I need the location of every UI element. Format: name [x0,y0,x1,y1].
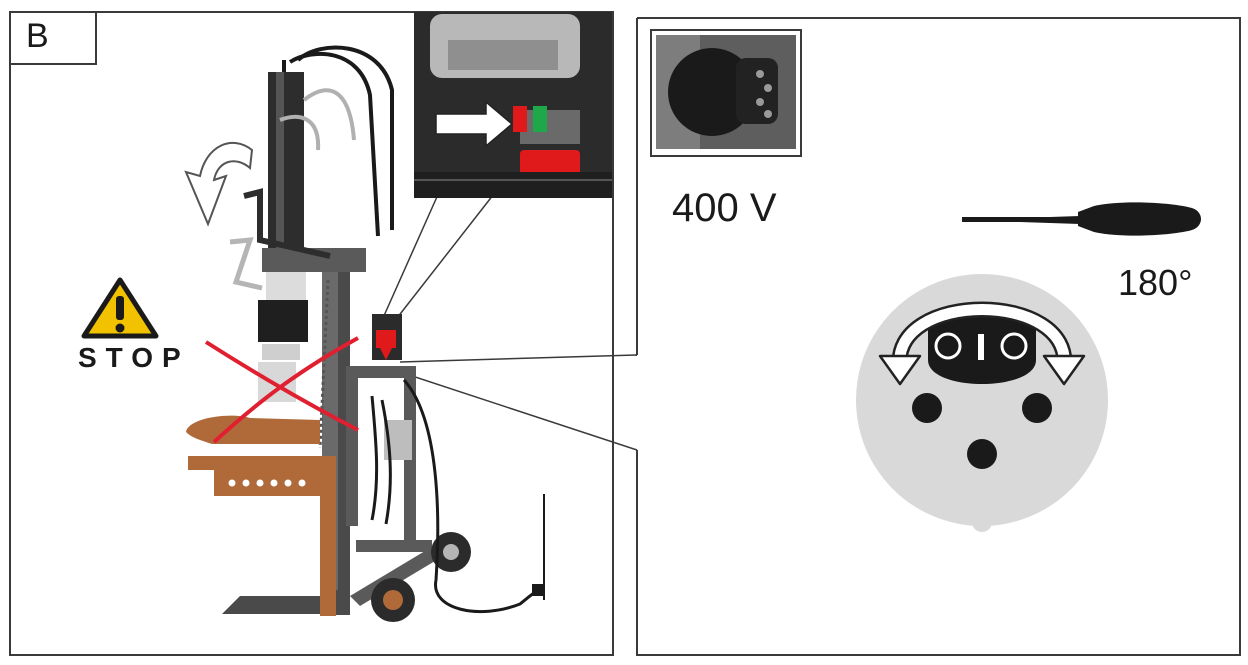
rotation-180-arrow [878,301,1086,386]
warning-triangle-icon [81,277,159,339]
rotation-angle-label: 180° [1118,262,1193,303]
plug-inset-photo [650,29,802,157]
log-table [186,415,336,616]
plug-socket-diagram [856,274,1108,532]
panel-label: B [26,17,49,55]
left-panel-frame [9,11,614,656]
stop-warning-text: STOP [78,342,190,373]
lever-rotation-arrow [184,141,254,227]
screwdriver-icon [962,202,1201,236]
voltage-label: 400 V [672,186,777,230]
prohibited-cross [204,336,359,444]
right-panel-frame [636,17,1241,656]
switch-inset-photo [414,12,612,198]
log-splitter-machine [222,45,545,622]
zoom-lines [382,189,638,451]
panel-label-box [9,11,97,65]
